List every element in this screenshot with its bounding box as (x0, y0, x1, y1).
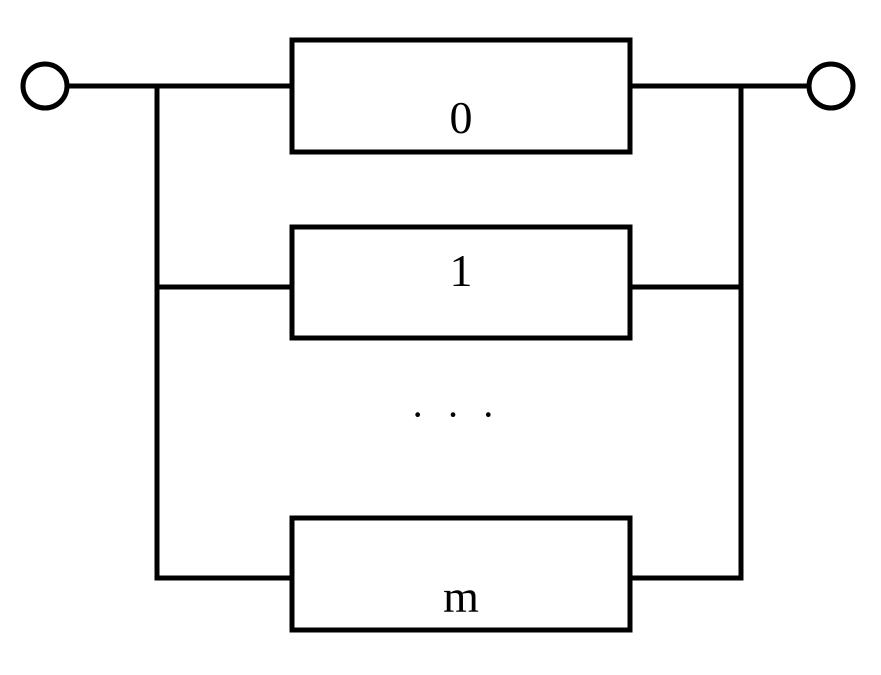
input-terminal (20, 61, 70, 111)
block-m: m (289, 515, 633, 633)
block-m-box (289, 515, 633, 633)
block-0-label: 0 (450, 92, 473, 143)
block-1-box (289, 224, 633, 341)
block-1: 1 (289, 224, 633, 341)
ellipsis-label: · · · (411, 392, 501, 437)
block-m-label: m (443, 571, 479, 622)
block-1-label: 1 (450, 245, 473, 296)
block-0: 0 (289, 37, 633, 155)
block-0-box (289, 37, 633, 155)
output-terminal (806, 61, 856, 111)
